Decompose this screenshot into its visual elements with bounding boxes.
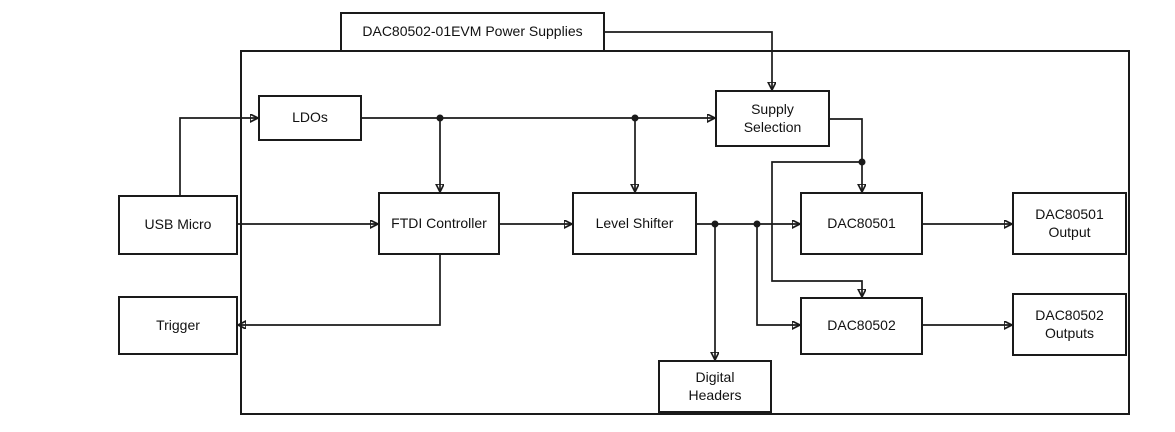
wire-level-shifter-to-dac80502 — [756, 224, 800, 325]
evm-boundary-outline — [240, 50, 1130, 415]
wire-supply-selection-to-dac80502 — [771, 161, 862, 297]
node-dac80502-outputs: DAC80502 Outputs — [1012, 293, 1127, 356]
wire-supply-selection-to-dac80501 — [830, 118, 862, 192]
node-ldos: LDOs — [258, 95, 362, 141]
node-level-shifter: Level Shifter — [572, 192, 697, 255]
junction-dot — [753, 220, 761, 228]
node-usb-micro: USB Micro — [118, 195, 238, 255]
node-digital-headers: Digital Headers — [658, 360, 772, 413]
node-power-supplies: DAC80502-01EVM Power Supplies — [340, 12, 605, 52]
node-supply-selection: Supply Selection — [715, 90, 830, 147]
junction-dot — [711, 220, 719, 228]
node-dac80502: DAC80502 — [800, 297, 923, 355]
wire-ftdi-controller-to-trigger — [238, 255, 441, 325]
node-dac80501: DAC80501 — [800, 192, 923, 255]
wire-usb-micro-to-ldos — [179, 118, 258, 195]
wire-power-supplies-to-supply-selection — [605, 31, 772, 90]
node-dac80501-output: DAC80501 Output — [1012, 192, 1127, 255]
node-ftdi-controller: FTDI Controller — [378, 192, 500, 255]
junction-dot — [858, 158, 866, 166]
junction-dot — [631, 114, 639, 122]
node-trigger: Trigger — [118, 296, 238, 355]
junction-dot — [436, 114, 444, 122]
